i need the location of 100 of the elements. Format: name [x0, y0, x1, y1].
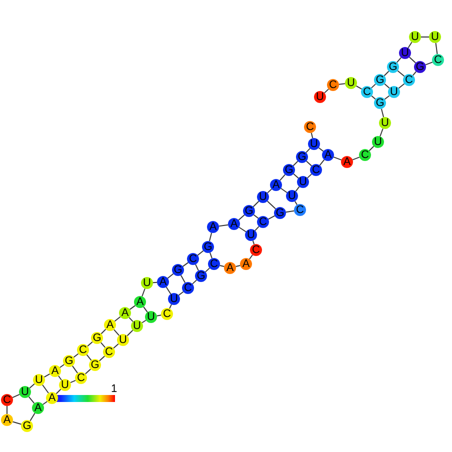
nucleotide-circle: C: [208, 258, 220, 270]
nucleotide-circle: C: [103, 346, 115, 358]
backbone-line: [252, 200, 260, 208]
nucleotide-circle: U: [131, 320, 143, 332]
scale-max-label: 1: [111, 383, 118, 395]
backbone-line: [435, 42, 438, 55]
nucleotide-circle: G: [21, 420, 33, 432]
nucleotide-circle: G: [243, 205, 255, 217]
nucleotide-circle: A: [270, 179, 282, 191]
backbone-line: [279, 174, 286, 181]
nucleotide-circle: G: [414, 61, 426, 73]
nucleotide-circle: C: [310, 164, 322, 176]
base-pair-line: [266, 200, 276, 210]
backbone-line: [356, 85, 362, 90]
nucleotide-circle: C: [403, 74, 415, 86]
backbone-line: [192, 280, 198, 284]
backbone-line: [238, 214, 245, 221]
nucleotide-circle: A: [341, 156, 353, 168]
nucleotide-circle: C: [182, 282, 194, 294]
base-pair-line: [28, 396, 35, 404]
backbone-line: [197, 250, 204, 256]
nucleotide-circle: U: [141, 277, 153, 289]
nucleotide-circle: C: [327, 79, 339, 91]
nucleotide-circle: A: [240, 258, 252, 270]
nucleotide-circle: U: [59, 379, 71, 391]
base-pair-line: [306, 160, 312, 166]
nucleotide-circle: A: [157, 276, 169, 288]
nucleotide-circle: A: [32, 402, 44, 414]
backbone-line: [268, 215, 276, 220]
nucleotide-circle: A: [104, 319, 116, 331]
base-pair-line: [86, 354, 92, 361]
backbone-line: [412, 71, 417, 76]
nucleotide-circle: U: [117, 334, 129, 346]
nucleotide-circle: C: [294, 204, 306, 216]
backbone-line: [295, 186, 300, 192]
nucleotide-circle: U: [345, 77, 357, 89]
nucleotide-circle: U: [379, 117, 391, 129]
nucleotide-circle: C: [359, 149, 371, 161]
nucleotide-circle: G: [202, 241, 214, 253]
nucleotide-circle: C: [75, 372, 87, 384]
backbone-line: [370, 84, 376, 88]
nucleotide-circle: A: [49, 365, 61, 377]
nucleotide-circle: A: [207, 221, 219, 233]
base-pair-line: [42, 384, 49, 394]
nucleotide-circle: C: [361, 86, 373, 98]
nucleotide-circle: U: [245, 229, 257, 241]
nucleotide-circle: U: [372, 136, 384, 148]
nucleotide-circle: A: [224, 262, 236, 274]
nucleotide-circle: G: [374, 74, 386, 86]
nucleotide-circle: G: [91, 332, 103, 344]
backbone-line: [56, 388, 62, 394]
backbone-line: [12, 394, 20, 398]
nucleotide-circle: G: [63, 355, 75, 367]
nucleotide-circle: G: [172, 264, 184, 276]
backbone-line: [306, 174, 312, 178]
nucleotide-circle: G: [195, 270, 207, 282]
nucleotide-circle: U: [286, 190, 298, 202]
backbone-line: [182, 262, 189, 267]
backbone-line: [324, 88, 330, 94]
backbone-line: [252, 240, 255, 245]
nucleotide-circle: C: [77, 344, 89, 356]
nucleotide-circle: C: [161, 308, 173, 320]
backbone-line: [167, 273, 174, 279]
nucleotide-circle: G: [374, 97, 386, 109]
backbone-line: [310, 132, 314, 139]
nucleotide-circle: C: [257, 216, 269, 228]
backbone-line: [333, 156, 342, 160]
nucleotide-circle: A: [1, 414, 13, 426]
nucleotide-circle: U: [145, 311, 157, 323]
base-pair-line: [210, 252, 212, 259]
nucleotide-circle: U: [399, 47, 411, 59]
nucleotide-circle: U: [297, 176, 309, 188]
nucleotide-circle: A: [119, 307, 131, 319]
nucleotide-circle: U: [409, 31, 421, 43]
backbone-line: [368, 146, 374, 152]
nucleotide-circle: U: [308, 138, 320, 150]
nucleotide-circle: G: [296, 151, 308, 163]
backbone-line: [408, 42, 412, 48]
backbone-line: [352, 156, 360, 160]
backbone-line: [208, 232, 212, 242]
backbone-line: [254, 226, 260, 232]
backbone-line: [319, 159, 325, 166]
backbone-line: [156, 314, 162, 316]
backbone-line: [152, 282, 158, 284]
backbone-line: [70, 380, 76, 384]
backbone-line: [420, 36, 430, 38]
nucleotide-circle: U: [314, 91, 326, 103]
backbone-line: [6, 406, 8, 414]
backbone-line: [204, 268, 210, 272]
base-pair-line: [128, 316, 134, 322]
backbone-line: [98, 356, 106, 362]
nucleotide-circle: U: [388, 86, 400, 98]
nucleotide-circle: U: [19, 386, 31, 398]
backbone-line: [100, 328, 106, 334]
backbone-line: [44, 373, 50, 378]
nucleotide-circle: G: [274, 207, 286, 219]
nucleotide-circle: U: [429, 31, 441, 43]
base-pair-line: [408, 56, 416, 64]
backbone-line: [425, 62, 433, 66]
nucleotide-circle: C: [304, 121, 316, 133]
